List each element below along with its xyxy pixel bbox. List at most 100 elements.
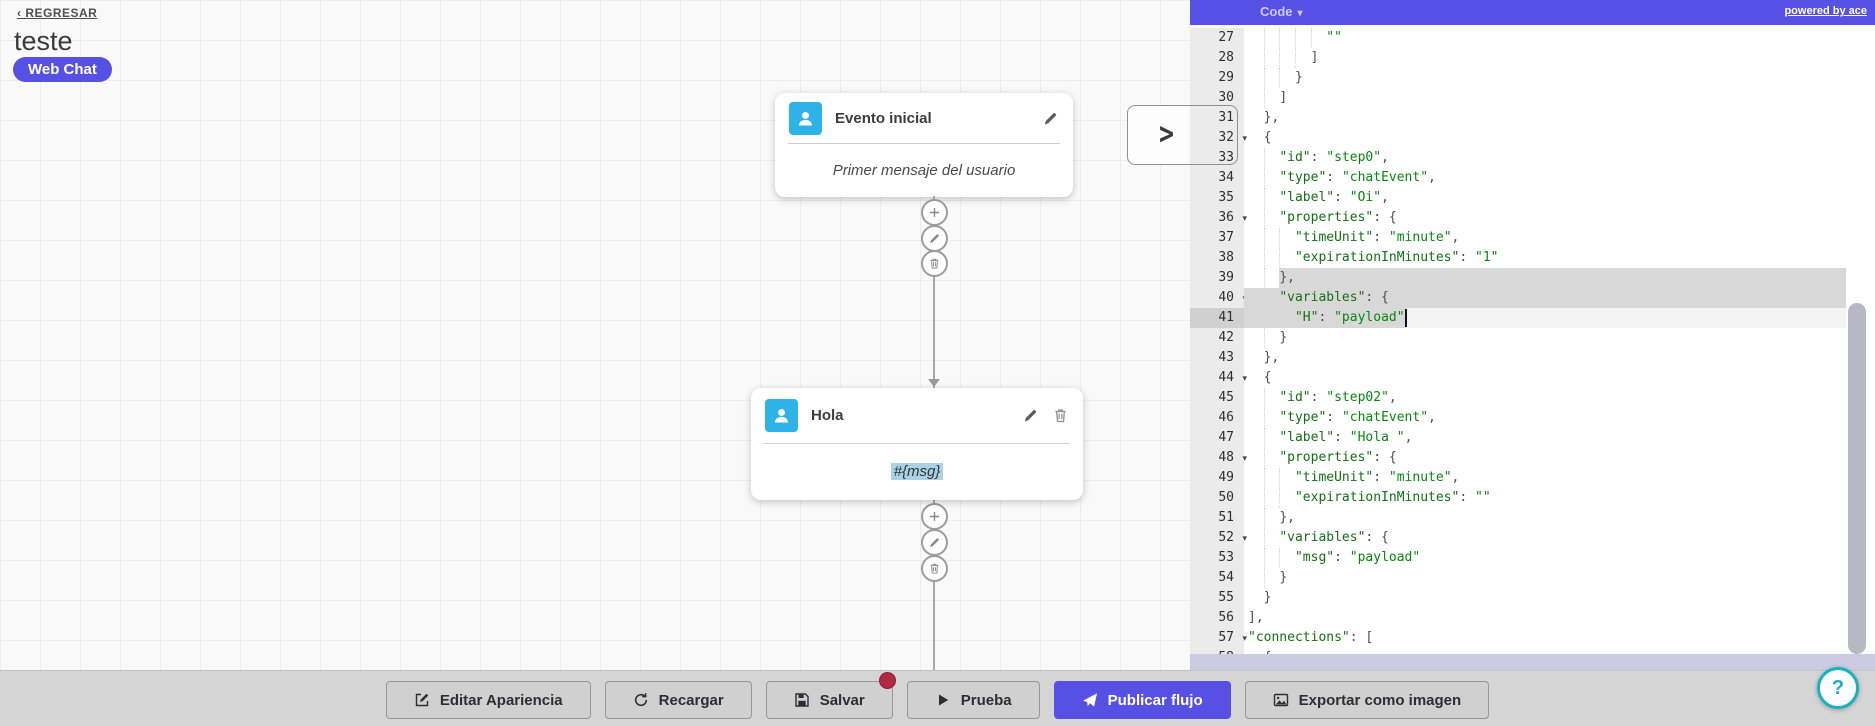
code-line[interactable]: 29 } bbox=[1190, 68, 1875, 88]
code-line[interactable]: 39 }, bbox=[1190, 268, 1875, 288]
connector-delete-button[interactable] bbox=[920, 554, 948, 582]
line-number: 41 bbox=[1190, 308, 1244, 328]
text-cursor bbox=[1404, 309, 1407, 327]
indent-guide bbox=[1263, 208, 1265, 228]
indent-guide bbox=[1263, 568, 1265, 588]
code-line[interactable]: 43 }, bbox=[1190, 348, 1875, 368]
line-number: 40▾ bbox=[1190, 288, 1247, 308]
code-line[interactable]: 56], bbox=[1190, 608, 1875, 628]
indent-guide bbox=[1263, 548, 1265, 568]
line-number: 45 bbox=[1190, 388, 1244, 408]
powered-by-ace-link[interactable]: powered by ace bbox=[1784, 5, 1867, 17]
code-text: }, bbox=[1263, 110, 1280, 125]
indent-guide bbox=[1263, 68, 1265, 88]
delete-node-button[interactable] bbox=[1052, 407, 1069, 424]
indent-guide bbox=[1279, 488, 1281, 508]
connector-add-button[interactable] bbox=[920, 198, 948, 226]
line-number: 31 bbox=[1190, 108, 1244, 128]
fold-arrow-icon[interactable]: ▾ bbox=[1242, 453, 1247, 463]
code-line[interactable]: 35 "label": "Oi", bbox=[1190, 188, 1875, 208]
code-line[interactable]: 45 "id": "step02", bbox=[1190, 388, 1875, 408]
code-line[interactable]: 50 "expirationInMinutes": "" bbox=[1190, 488, 1875, 508]
code-text: ] bbox=[1244, 48, 1875, 68]
code-editor[interactable]: 27 ""28 ]29 }30 ]31 },32▾ {33 "id": "ste… bbox=[1190, 25, 1875, 668]
connector-add-button[interactable] bbox=[920, 502, 948, 530]
exportar-como-imagen-button[interactable]: Exportar como imagen bbox=[1244, 681, 1490, 719]
code-line[interactable]: 38 "expirationInMinutes": "1" bbox=[1190, 248, 1875, 268]
code-line[interactable]: 49 "timeUnit": "minute", bbox=[1190, 468, 1875, 488]
line-number: 43 bbox=[1190, 348, 1244, 368]
pencil-icon bbox=[928, 232, 941, 245]
line-number: 32▾ bbox=[1190, 128, 1247, 148]
vertical-scrollbar-thumb[interactable] bbox=[1848, 303, 1866, 654]
line-number: 35 bbox=[1190, 188, 1244, 208]
line-number: 29 bbox=[1190, 68, 1244, 88]
code-line[interactable]: 42 } bbox=[1190, 328, 1875, 348]
edit-node-button[interactable] bbox=[1042, 110, 1059, 127]
publicar-flujo-button[interactable]: Publicar flujo bbox=[1053, 681, 1231, 719]
help-button[interactable]: ? bbox=[1817, 667, 1859, 709]
node-title: Evento inicial bbox=[835, 109, 932, 127]
code-line[interactable]: 52▾ "variables": { bbox=[1190, 528, 1875, 548]
indent-guide bbox=[1263, 328, 1265, 348]
code-text: "id": "step02", bbox=[1244, 388, 1875, 408]
recargar-button[interactable]: Recargar bbox=[604, 681, 752, 719]
code-line[interactable]: 27 "" bbox=[1190, 28, 1875, 48]
node-hola[interactable]: Hola #{msg} bbox=[751, 388, 1083, 500]
bottom-toolbar: Editar Apariencia Recargar Salvar Prueba Pub… bbox=[0, 670, 1875, 726]
code-line[interactable]: 47 "label": "Hola ", bbox=[1190, 428, 1875, 448]
code-line[interactable]: 46 "type": "chatEvent", bbox=[1190, 408, 1875, 428]
code-line[interactable]: 53 "msg": "payload" bbox=[1190, 548, 1875, 568]
salvar-button[interactable]: Salvar bbox=[765, 672, 896, 719]
code-mode-dropdown[interactable]: Code▾ bbox=[1260, 4, 1303, 19]
fold-arrow-icon[interactable]: ▾ bbox=[1242, 633, 1247, 643]
indent-guide bbox=[1279, 548, 1281, 568]
editar-apariencia-button[interactable]: Editar Apariencia bbox=[385, 681, 591, 719]
flow-canvas[interactable]: ‹ REGRESAR teste Web Chat Evento inicial… bbox=[0, 0, 1190, 670]
code-line[interactable]: 41 "H": "payload" bbox=[1190, 308, 1875, 328]
indent-guide bbox=[1279, 48, 1281, 68]
fold-arrow-icon[interactable]: ▾ bbox=[1242, 373, 1247, 383]
fold-arrow-icon[interactable]: ▾ bbox=[1242, 133, 1247, 143]
back-link[interactable]: ‹ REGRESAR bbox=[17, 6, 98, 20]
code-line[interactable]: 32▾ { bbox=[1190, 128, 1875, 148]
code-text: "label": "Oi", bbox=[1244, 188, 1875, 208]
code-line[interactable]: 34 "type": "chatEvent", bbox=[1190, 168, 1875, 188]
fold-arrow-icon[interactable]: ▾ bbox=[1242, 213, 1247, 223]
connector-edit-button[interactable] bbox=[920, 224, 948, 252]
trash-icon bbox=[928, 257, 941, 270]
code-line[interactable]: 54 } bbox=[1190, 568, 1875, 588]
indent-guide bbox=[1279, 248, 1281, 268]
horizontal-scrollbar-track[interactable] bbox=[1190, 654, 1875, 670]
connector-edit-button[interactable] bbox=[920, 528, 948, 556]
code-line[interactable]: 44▾ { bbox=[1190, 368, 1875, 388]
node-body: #{msg} bbox=[751, 444, 1083, 499]
code-line[interactable]: 37 "timeUnit": "minute", bbox=[1190, 228, 1875, 248]
code-line[interactable]: 31 }, bbox=[1190, 108, 1875, 128]
line-number: 51 bbox=[1190, 508, 1244, 528]
code-line[interactable]: 30 ] bbox=[1190, 88, 1875, 108]
node-evento-inicial[interactable]: Evento inicial Primer mensaje del usuari… bbox=[775, 93, 1073, 197]
code-line[interactable]: 51 }, bbox=[1190, 508, 1875, 528]
chevron-right-icon[interactable]: > bbox=[1159, 115, 1175, 152]
code-line[interactable]: 48▾ "properties": { bbox=[1190, 448, 1875, 468]
code-line[interactable]: 57▾"connections": [ bbox=[1190, 628, 1875, 648]
line-number: 52▾ bbox=[1190, 528, 1247, 548]
edit-node-button[interactable] bbox=[1022, 407, 1039, 424]
fold-arrow-icon[interactable]: ▾ bbox=[1242, 533, 1247, 543]
code-line[interactable]: 36▾ "properties": { bbox=[1190, 208, 1875, 228]
indent-guide bbox=[1263, 268, 1265, 288]
code-line[interactable]: 28 ] bbox=[1190, 48, 1875, 68]
edit-square-icon bbox=[414, 692, 430, 708]
button-label: Editar Apariencia bbox=[439, 691, 563, 709]
code-line[interactable]: 55 } bbox=[1190, 588, 1875, 608]
prueba-button[interactable]: Prueba bbox=[906, 681, 1040, 719]
page-title: teste bbox=[14, 26, 73, 56]
code-line[interactable]: 33 "id": "step0", bbox=[1190, 148, 1875, 168]
code-text: "label": "Hola ", bbox=[1244, 428, 1875, 448]
code-panel-header: Code▾ powered by ace bbox=[1190, 0, 1875, 25]
code-line[interactable]: 40▾ "variables": { bbox=[1190, 288, 1875, 308]
code-text: "timeUnit": "minute", bbox=[1244, 468, 1875, 488]
connector-delete-button[interactable] bbox=[920, 249, 948, 277]
